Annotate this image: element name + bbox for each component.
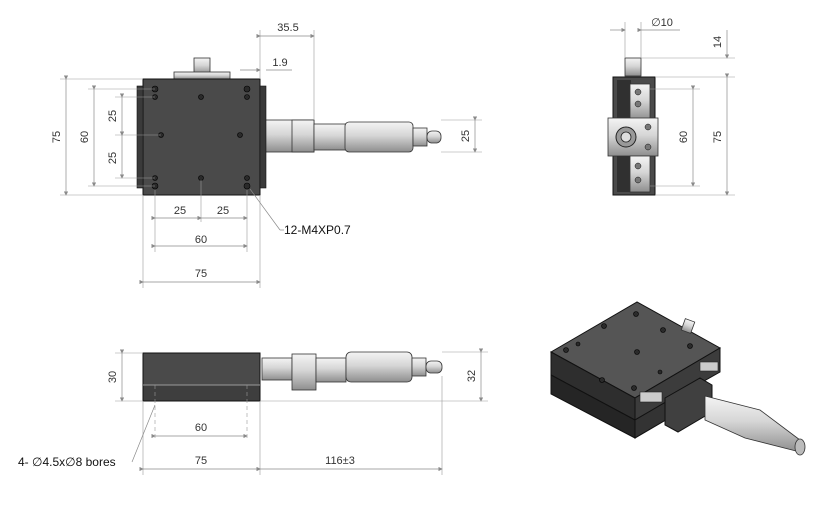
stage-body-front bbox=[142, 352, 261, 386]
dim-pitch-x-left: 25 bbox=[174, 205, 186, 217]
dim-pitch-upper: 25 bbox=[107, 110, 119, 122]
dim-hole-height-top: 60 bbox=[79, 131, 91, 143]
note-bores: 4- ∅4.5x∅8 bores bbox=[18, 455, 116, 469]
side-knob bbox=[624, 57, 642, 77]
dim-overall-height-side: 75 bbox=[712, 131, 724, 143]
dim-knob-height: 14 bbox=[712, 36, 724, 48]
top-view: 35.5 1.9 75 60 25 25 25 25 25 60 bbox=[51, 22, 482, 288]
dim-micrometer-dia: 25 bbox=[460, 130, 472, 142]
isometric-view bbox=[549, 301, 806, 456]
dim-bore-span: 60 bbox=[195, 422, 207, 434]
dim-hole-span-x: 60 bbox=[195, 234, 207, 246]
dim-offset-small: 1.9 bbox=[272, 57, 287, 69]
dim-pitch-lower: 25 bbox=[107, 152, 119, 164]
front-view: 30 32 60 75 116±3 4- ∅4.5x∅8 bores bbox=[18, 348, 488, 475]
note-tapped-holes: 12-M4XP0.7 bbox=[284, 223, 351, 237]
dim-total-height: 32 bbox=[466, 370, 478, 382]
dim-hole-height-side: 60 bbox=[678, 131, 690, 143]
dim-pitch-x-right: 25 bbox=[217, 205, 229, 217]
dim-body-height: 30 bbox=[107, 371, 119, 383]
top-knob bbox=[193, 57, 211, 75]
dim-overall-width: 75 bbox=[195, 268, 207, 280]
dim-offset-total: 35.5 bbox=[277, 22, 298, 34]
dim-body-width: 75 bbox=[195, 455, 207, 467]
side-view: ∅10 14 75 60 bbox=[607, 17, 735, 196]
dim-travel: 116±3 bbox=[325, 455, 355, 467]
micrometer-top bbox=[261, 119, 442, 153]
dim-knob-dia: ∅10 bbox=[651, 17, 673, 29]
dim-overall-height-top: 75 bbox=[51, 131, 63, 143]
